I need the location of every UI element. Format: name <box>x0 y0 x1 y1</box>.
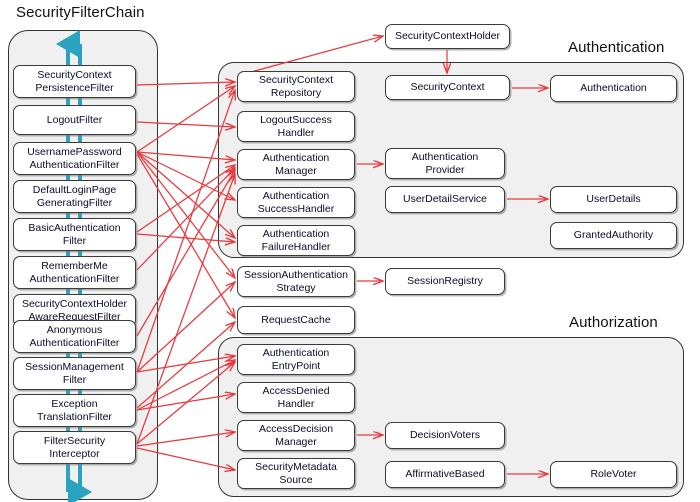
group-title-authorization: Authorization <box>569 314 658 331</box>
node-access-denied-handler[interactable]: AccessDenied Handler <box>237 382 355 413</box>
node-user-detail-service[interactable]: UserDetailService <box>385 186 505 213</box>
node-authentication-manager[interactable]: Authentication Manager <box>237 149 355 180</box>
node-request-cache[interactable]: RequestCache <box>237 306 355 334</box>
node-user-details[interactable]: UserDetails <box>550 186 677 213</box>
node-authentication-success-handler[interactable]: Authentication SuccessHandler <box>237 187 355 218</box>
node-session-registry[interactable]: SessionRegistry <box>385 268 505 295</box>
node-role-voter[interactable]: RoleVoter <box>550 461 677 488</box>
node-logout-success-handler[interactable]: LogoutSuccess Handler <box>237 111 355 142</box>
group-title-authentication: Authentication <box>568 39 665 56</box>
node-remember-me-authentication-filter[interactable]: RememberMe AuthenticationFilter <box>13 256 136 289</box>
node-security-context-holder[interactable]: SecurityContextHolder <box>385 24 510 49</box>
node-basic-authentication-filter[interactable]: BasicAuthentication Filter <box>13 218 136 251</box>
node-affirmative-based[interactable]: AffirmativeBased <box>385 461 505 488</box>
node-session-authentication-strategy[interactable]: SessionAuthentication Strategy <box>237 266 355 297</box>
node-authentication-provider[interactable]: Authentication Provider <box>385 148 505 179</box>
node-logout-filter[interactable]: LogoutFilter <box>13 105 136 135</box>
node-security-metadata-source[interactable]: SecurityMetadata Source <box>237 458 355 489</box>
node-authentication[interactable]: Authentication <box>550 75 677 102</box>
node-default-login-page-generating-filter[interactable]: DefaultLoginPage GeneratingFilter <box>13 180 136 213</box>
node-username-password-authentication-filter[interactable]: UsernamePassword AuthenticationFilter <box>13 142 136 175</box>
node-authentication-failure-handler[interactable]: Authentication FailureHandler <box>237 225 355 256</box>
group-title-security-filter-chain: SecurityFilterChain <box>16 4 145 21</box>
node-decision-voters[interactable]: DecisionVoters <box>385 422 505 449</box>
node-access-decision-manager[interactable]: AccessDecision Manager <box>237 420 355 451</box>
node-session-management-filter[interactable]: SessionManagement Filter <box>13 357 136 390</box>
node-granted-authority[interactable]: GrantedAuthority <box>550 222 677 249</box>
node-anonymous-authentication-filter[interactable]: Anonymous AuthenticationFilter <box>13 320 136 353</box>
node-exception-translation-filter[interactable]: Exception TranslationFilter <box>13 394 136 427</box>
node-filter-security-interceptor[interactable]: FilterSecurity Interceptor <box>13 431 136 464</box>
node-security-context-persistence-filter[interactable]: SecurityContext PersistenceFilter <box>13 65 136 98</box>
node-authentication-entry-point[interactable]: Authentication EntryPoint <box>237 344 355 375</box>
node-security-context-repository[interactable]: SecurityContext Repository <box>237 71 355 102</box>
node-security-context[interactable]: SecurityContext <box>385 75 510 100</box>
